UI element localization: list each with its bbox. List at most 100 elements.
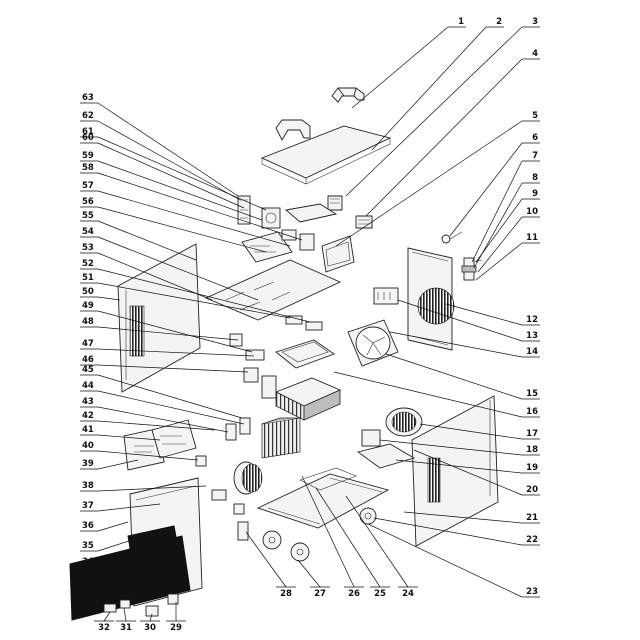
callout-9: 9 — [532, 189, 538, 199]
leader-line-4 — [365, 58, 523, 217]
leader-line-49 — [97, 310, 253, 353]
rear-panel-part — [407, 247, 455, 351]
callout-63: 63 — [82, 93, 94, 103]
leader-line-62 — [97, 120, 241, 201]
leader-line-26 — [301, 475, 355, 588]
callout-54: 54 — [82, 227, 94, 237]
callout-60: 60 — [82, 133, 94, 143]
leader-line-33 — [79, 567, 127, 586]
callout-11: 11 — [526, 233, 538, 243]
leader-line-57 — [97, 190, 291, 247]
callout-62: 62 — [82, 111, 94, 121]
leader-line-55 — [97, 220, 197, 261]
swivel-wheel-part — [290, 542, 310, 562]
rectifier-module-part — [261, 375, 277, 399]
callout-14: 14 — [526, 347, 538, 357]
callout-27: 27 — [314, 589, 326, 599]
callout-51: 51 — [82, 273, 94, 283]
leader-line-48 — [97, 326, 239, 341]
leader-line-63 — [97, 102, 239, 197]
bracket-part — [355, 215, 373, 229]
leader-lines — [70, 26, 540, 622]
callout-52: 52 — [82, 259, 94, 269]
callout-47: 47 — [82, 339, 94, 349]
leader-line-16 — [333, 371, 523, 418]
terminal-block-part — [285, 315, 323, 331]
leader-line-41 — [97, 434, 161, 441]
handle-part — [275, 119, 311, 141]
leader-line-35 — [97, 537, 139, 552]
callout-39: 39 — [82, 459, 94, 469]
leader-line-12 — [445, 303, 523, 326]
shunt-part — [211, 489, 245, 515]
leader-line-15 — [385, 353, 523, 400]
gasket-part — [321, 235, 355, 273]
callout-20: 20 — [526, 485, 538, 495]
leader-line-50 — [97, 296, 121, 301]
callout-21: 21 — [526, 513, 538, 523]
callout-5: 5 — [532, 111, 538, 121]
callout-7: 7 — [532, 151, 538, 161]
callout-58: 58 — [82, 163, 94, 173]
callout-57: 57 — [82, 181, 94, 191]
callout-41: 41 — [82, 425, 94, 435]
callout-6: 6 — [532, 133, 538, 143]
leader-line-18 — [379, 439, 523, 456]
leader-line-46 — [97, 364, 249, 373]
right-side-panel-part — [411, 395, 499, 547]
leader-line-56 — [97, 206, 267, 253]
leader-line-17 — [419, 423, 523, 440]
callout-19: 19 — [526, 463, 538, 473]
callout-2: 2 — [496, 17, 502, 27]
leader-line-24 — [345, 495, 409, 588]
leader-line-36 — [97, 521, 129, 532]
callout-18: 18 — [526, 445, 538, 455]
callout-50: 50 — [82, 287, 94, 297]
leader-line-3 — [345, 26, 523, 197]
callout-8: 8 — [532, 173, 538, 183]
callout-59: 59 — [82, 151, 94, 161]
callout-49: 49 — [82, 301, 94, 311]
mount-bracket-part — [356, 443, 416, 469]
callout-12: 12 — [526, 315, 538, 325]
leader-line-27 — [297, 559, 321, 588]
leader-line-45 — [97, 374, 243, 419]
leader-line-32 — [103, 611, 111, 622]
callout-38: 38 — [82, 481, 94, 491]
leader-line-53 — [97, 252, 213, 301]
callout-31: 31 — [120, 623, 132, 633]
leader-line-47 — [97, 348, 255, 357]
callout-15: 15 — [526, 389, 538, 399]
front-connector-part — [103, 593, 179, 617]
callout-23: 23 — [526, 587, 538, 597]
callout-35: 35 — [82, 541, 94, 551]
callout-43: 43 — [82, 397, 94, 407]
leader-line-31 — [123, 607, 127, 622]
top-cover-part — [260, 125, 392, 185]
callout-30: 30 — [144, 623, 156, 633]
callout-56: 56 — [82, 197, 94, 207]
callout-17: 17 — [526, 429, 538, 439]
callout-55: 55 — [82, 211, 94, 221]
leader-line-2 — [371, 26, 487, 151]
leader-line-25 — [315, 487, 381, 588]
leader-line-52 — [97, 268, 311, 323]
leader-line-23 — [367, 523, 523, 598]
callout-61: 61 — [82, 127, 94, 137]
driver-board-part — [241, 231, 293, 263]
callout-25: 25 — [374, 589, 386, 599]
callout-45: 45 — [82, 365, 94, 375]
bracket-part — [327, 195, 343, 211]
leader-line-54 — [97, 236, 259, 301]
leader-line-9 — [475, 198, 523, 263]
leader-line-44 — [97, 390, 245, 425]
coil-part — [233, 461, 263, 495]
callout-28: 28 — [280, 589, 292, 599]
main-transformer-part — [361, 407, 423, 447]
diode-part — [229, 333, 265, 383]
reactor-part — [195, 417, 251, 467]
callout-4: 4 — [532, 49, 538, 59]
callout-13: 13 — [526, 331, 538, 341]
leader-line-10 — [477, 216, 523, 273]
